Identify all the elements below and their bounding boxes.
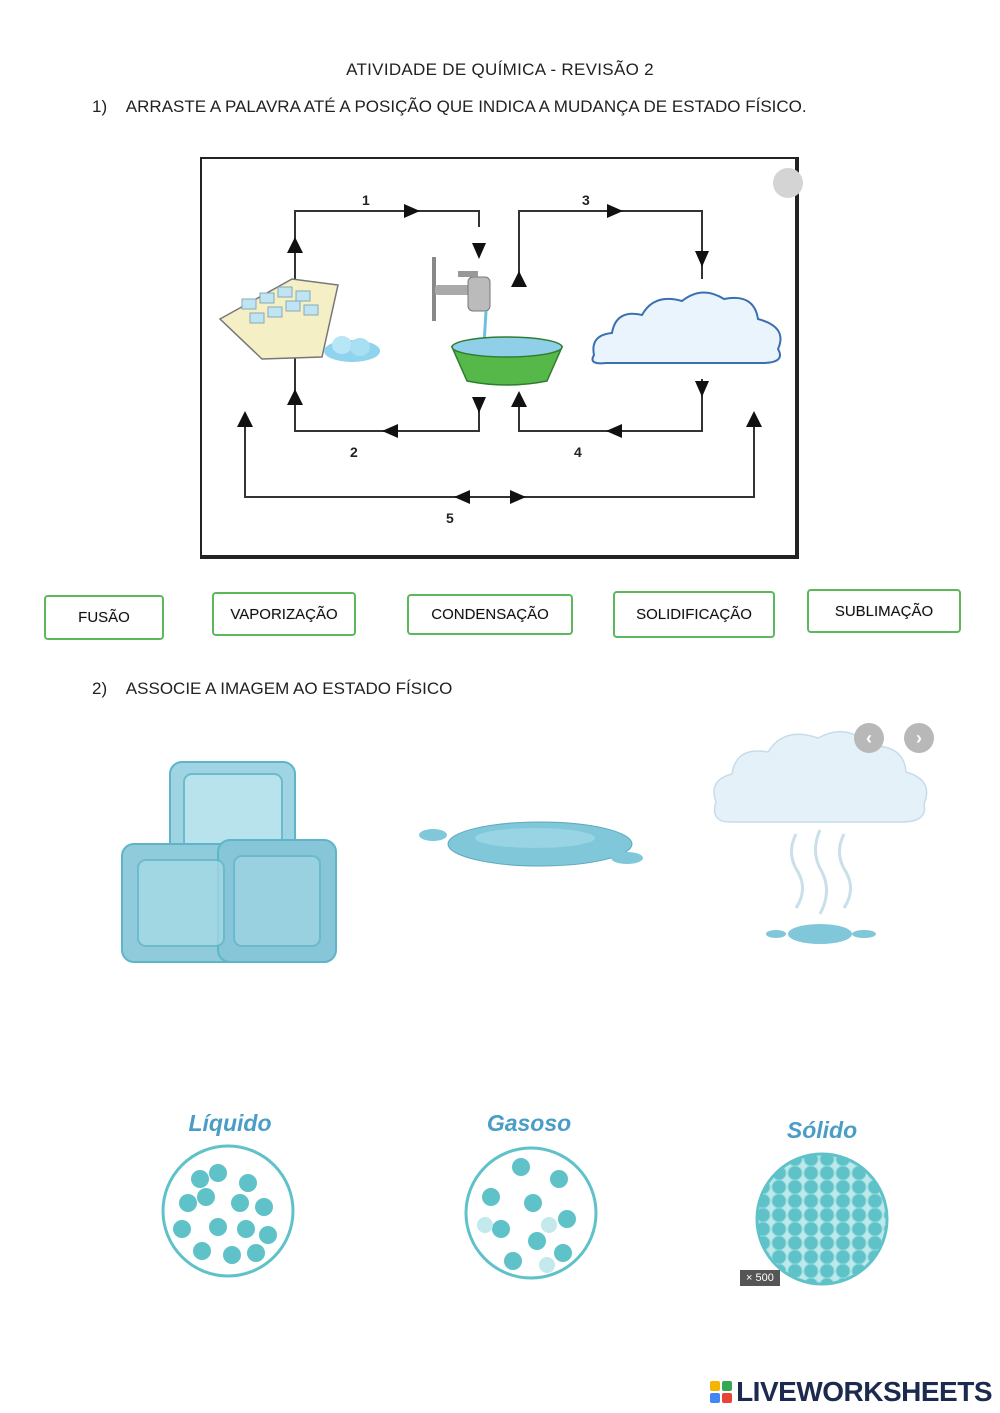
diagram-label-3: 3 [582, 192, 590, 208]
question-2-number: 2) [92, 679, 108, 698]
question-1-text: ARRASTE A PALAVRA ATÉ A POSIÇÃO QUE INDI… [125, 97, 807, 116]
liveworksheets-logo: LIVEWORKSHEETS [710, 1376, 992, 1408]
question-2-text: ASSOCIE A IMAGEM AO ESTADO FÍSICO [125, 679, 453, 698]
question-1: 1) ARRASTE A PALAVRA ATÉ A POSIÇÃO QUE I… [92, 97, 807, 117]
state-label-solido: Sólido [786, 1117, 858, 1143]
path-5 [244, 424, 755, 498]
path-2 [294, 359, 480, 432]
arrow-left-5 [454, 490, 470, 504]
liveworksheets-logo-icon [710, 1381, 733, 1403]
ice-cubes-image [121, 761, 337, 963]
carousel-prev-button[interactable]: ‹ [854, 723, 884, 753]
word-fusao[interactable]: FUSÃO [44, 595, 164, 640]
arrow-up-5-left [237, 411, 253, 427]
page-title: ATIVIDADE DE QUÍMICA - REVISÃO 2 [346, 60, 654, 79]
word-solidificacao[interactable]: SOLIDIFICAÇÃO [613, 591, 775, 638]
solid-particles [755, 1152, 889, 1286]
arrow-right-5 [510, 490, 526, 504]
chevron-left-icon: ‹ [866, 727, 872, 748]
carousel-next-button[interactable]: › [904, 723, 934, 753]
diagram-label-5: 5 [446, 510, 454, 526]
path-3 [518, 210, 703, 279]
arrow-down-1 [472, 243, 486, 259]
cloud-icon [591, 291, 782, 365]
arrow-up-1 [287, 237, 303, 253]
zoom-badge: × 500 [740, 1270, 780, 1286]
diagram-label-2: 2 [350, 444, 358, 460]
liquid-particles [161, 1144, 295, 1278]
state-label-gasoso: Gasoso [486, 1110, 572, 1136]
state-change-diagram: 1 2 3 4 5 [200, 157, 799, 559]
arrow-left-2 [382, 424, 398, 438]
diagram-svg: 1 2 3 4 5 [218, 192, 782, 526]
arrow-down-4 [695, 381, 709, 397]
arrow-up-5-right [746, 411, 762, 427]
gas-particles [464, 1146, 598, 1280]
diagram-label-4: 4 [574, 444, 582, 460]
arrow-up-4 [511, 391, 527, 407]
word-condensacao[interactable]: CONDENSAÇÃO [407, 594, 573, 635]
arrow-up-3 [511, 271, 527, 287]
arrow-up-2 [287, 389, 303, 405]
word-vaporizacao[interactable]: VAPORIZAÇÃO [212, 592, 356, 636]
carousel-prev-stub[interactable] [773, 168, 803, 198]
question-2: 2) ASSOCIE A IMAGEM AO ESTADO FÍSICO [92, 679, 452, 699]
arrow-left-4 [606, 424, 622, 438]
question-1-number: 1) [92, 97, 108, 116]
logo-text: LIVEWORKSHEETS [736, 1376, 992, 1407]
arrow-down-2 [472, 397, 486, 413]
path-4 [518, 379, 703, 432]
state-label-liquido: Líquido [188, 1110, 272, 1136]
arrow-right-3 [607, 204, 623, 218]
evaporation-image [713, 730, 928, 944]
arrow-right-1 [404, 204, 420, 218]
puddle-image [419, 821, 643, 867]
faucet-basin-icon [432, 257, 564, 386]
ice-tray-icon [218, 278, 380, 362]
diagram-label-1: 1 [362, 192, 370, 208]
chevron-right-icon: › [916, 727, 922, 748]
word-sublimacao[interactable]: SUBLIMAÇÃO [807, 589, 961, 633]
arrow-down-3 [695, 251, 709, 267]
